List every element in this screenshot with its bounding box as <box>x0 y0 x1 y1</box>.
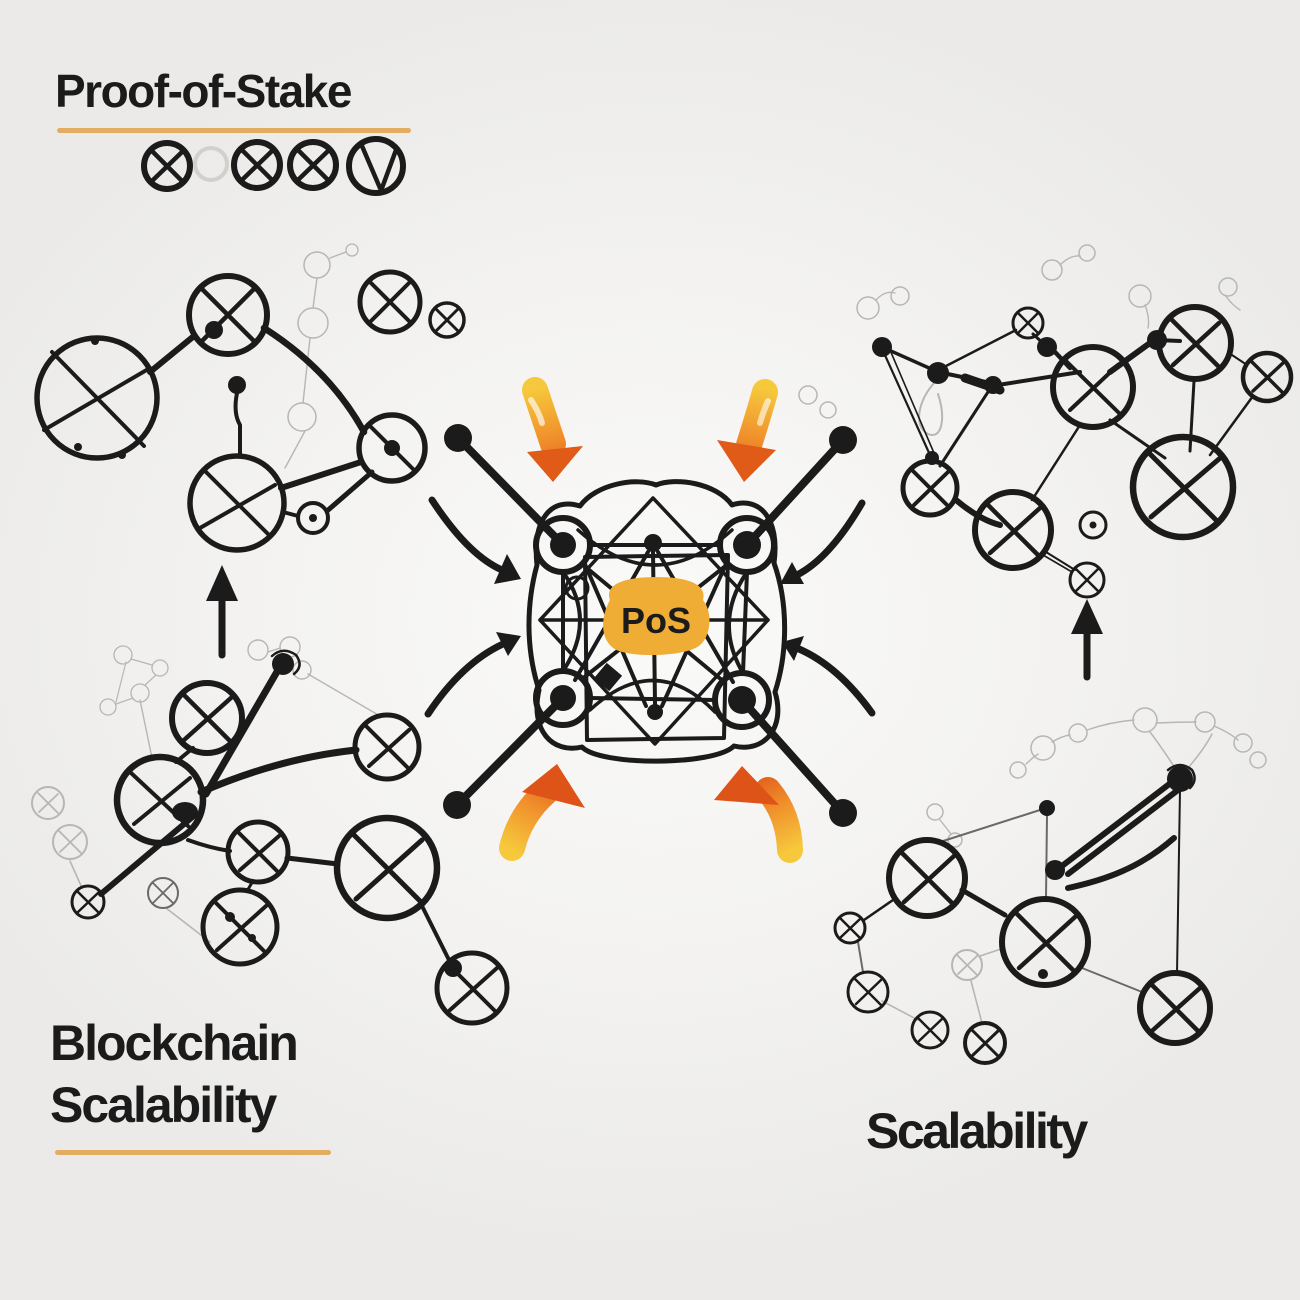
faded-node <box>147 877 179 909</box>
node-faded-icon <box>193 146 229 182</box>
sketch-lines <box>284 243 359 469</box>
thin-links <box>857 809 1143 993</box>
cluster-bottom-right <box>833 707 1267 1065</box>
sketch-lines <box>798 244 1241 436</box>
pos-label: PoS <box>621 600 691 641</box>
cluster-top-left <box>34 243 466 553</box>
up-arrow-left <box>206 565 238 659</box>
bottom-left-underline <box>55 1150 331 1155</box>
orange-arrow-top-left <box>522 377 583 482</box>
node-checked-icon <box>346 136 406 196</box>
orange-arrow-bottom-right <box>714 766 803 863</box>
cluster-top-right <box>798 244 1294 599</box>
curved-arrow-left-bottom <box>424 632 521 718</box>
curved-arrow-left-top <box>428 496 521 584</box>
up-arrow-right <box>1071 599 1103 681</box>
header-node-icons <box>141 136 406 196</box>
orange-arrows <box>499 377 803 863</box>
curved-arrow-right-top <box>780 499 866 584</box>
cluster-bottom-left <box>31 636 510 1026</box>
bottom-left-label: Blockchain Scalability <box>50 1012 299 1136</box>
curved-arrows <box>424 496 876 718</box>
sketch-lines <box>881 707 1267 1024</box>
title-underline <box>57 128 411 133</box>
bottom-left-label-line1: Blockchain <box>50 1015 299 1071</box>
pos-badge: PoS <box>603 577 710 656</box>
orange-arrow-top-right <box>717 379 778 482</box>
node-crossed-icon <box>141 140 193 192</box>
bottom-right-label: Scalability <box>866 1103 1088 1159</box>
curved-arrow-right-bottom <box>782 636 876 717</box>
orange-arrow-bottom-left <box>499 764 585 861</box>
node-crossed-icon <box>287 139 339 191</box>
bottom-left-label-line2: Scalability <box>50 1077 277 1133</box>
inbound-spokes <box>443 424 857 827</box>
page-title: Proof-of-Stake <box>55 65 352 117</box>
node-crossed-icon <box>231 139 283 191</box>
